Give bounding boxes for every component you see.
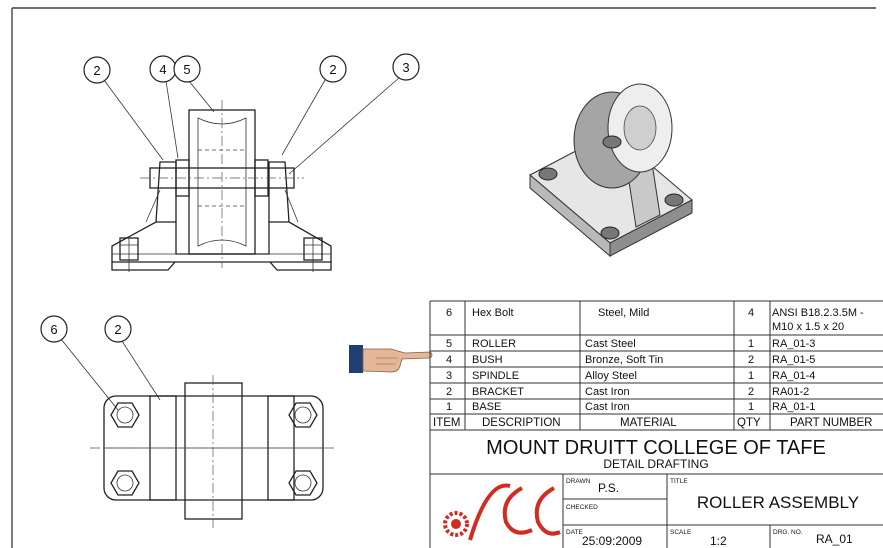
scale-value: 1:2 [710,534,727,548]
title-block: MOUNT DRUITT COLLEGE OF TAFE DETAIL DRAF… [430,437,883,548]
sheet-border [11,7,876,548]
parts-row-3-qty: 1 [748,370,754,382]
title-label: TITLE [670,478,688,485]
parts-row-5-material: Cast Steel [585,338,636,350]
parts-row-1-description: BASE [472,401,501,413]
balloon-5: 5 [183,62,190,77]
front-view [103,76,401,272]
parts-row-5-qty: 1 [748,338,754,350]
front-view-balloons: 2 4 5 2 3 [83,53,420,84]
parts-row-3-material: Alloy Steel [585,370,637,382]
drawn-label: DRAWN [566,478,591,485]
parts-row-2-material: Cast Iron [585,386,630,398]
parts-row-5-item: 5 [446,338,452,350]
parts-header-material: MATERIAL [620,417,677,429]
balloon-2-right: 2 [329,62,336,77]
plan-view [60,338,337,528]
balloon-4: 4 [159,62,166,77]
balloon-6: 6 [50,322,57,337]
department-name: DETAIL DRAFTING [603,457,708,471]
parts-row-1-part-number: RA_01-1 [772,401,815,413]
checked-label: CHECKED [566,504,598,511]
date-value: 25:09:2009 [582,534,642,548]
parts-header-description: DESCRIPTION [482,417,561,429]
parts-row-1-item: 1 [446,401,452,413]
college-logo: ـ [443,483,561,541]
parts-row-3-description: SPINDLE [472,370,519,382]
parts-row-4-qty: 2 [748,354,754,366]
parts-row-4-part-number: RA_01-5 [772,354,815,366]
organisation-name: MOUNT DRUITT COLLEGE OF TAFE [486,437,826,459]
parts-row-3-item: 3 [446,370,452,382]
parts-row-5-description: ROLLER [472,338,516,350]
parts-row-4-material: Bronze, Soft Tin [585,354,663,366]
parts-row-6-part-number-2: M10 x 1.5 x 20 [772,321,844,333]
drg-no-value: RA_01 [816,532,853,546]
parts-row-6-part-number: ANSI B18.2.3.5M - [772,307,864,319]
drg-no-label: DRG. NO. [773,529,803,536]
parts-header-qty: QTY [737,417,761,429]
parts-row-5-part-number: RA_01-3 [772,338,815,350]
drawing-title: ROLLER ASSEMBLY [697,493,859,512]
parts-row-6-qty: 4 [748,307,754,319]
parts-row-1-qty: 1 [748,401,754,413]
parts-row-6-material: Steel, Mild [598,307,649,319]
svg-text:ـ: ـ [534,510,537,516]
isometric-view [529,83,693,258]
plan-view-leaders [60,338,161,411]
parts-row-2-description: BRACKET [472,386,524,398]
balloon-2-left: 2 [93,63,100,78]
balloon-3: 3 [402,60,409,75]
parts-row-4-item: 4 [446,354,452,366]
drawn-value: P.S. [598,481,619,495]
parts-row-2-item: 2 [446,386,452,398]
parts-row-2-part-number: RA01-2 [772,386,809,398]
parts-row-3-part-number: RA_01-4 [772,370,815,382]
parts-row-6-item: 6 [446,307,452,319]
date-label: DATE [566,529,584,536]
parts-header-part-number: PART NUMBER [790,417,872,429]
parts-list: 6 Hex Bolt Steel, Mild 4 ANSI B18.2.3.5M… [429,300,883,548]
parts-row-6-description: Hex Bolt [472,307,514,319]
balloon-2-plan: 2 [114,322,121,337]
parts-row-1-material: Cast Iron [585,401,630,413]
parts-row-2-qty: 2 [748,386,754,398]
parts-row-4-description: BUSH [472,354,503,366]
plan-view-balloons: 6 2 [40,315,132,343]
scale-label: SCALE [670,529,692,536]
hex-bolt-heads [110,402,318,496]
pointing-hand-icon [349,345,433,373]
front-view-leaders [103,76,401,175]
parts-header-item: ITEM [433,417,460,429]
